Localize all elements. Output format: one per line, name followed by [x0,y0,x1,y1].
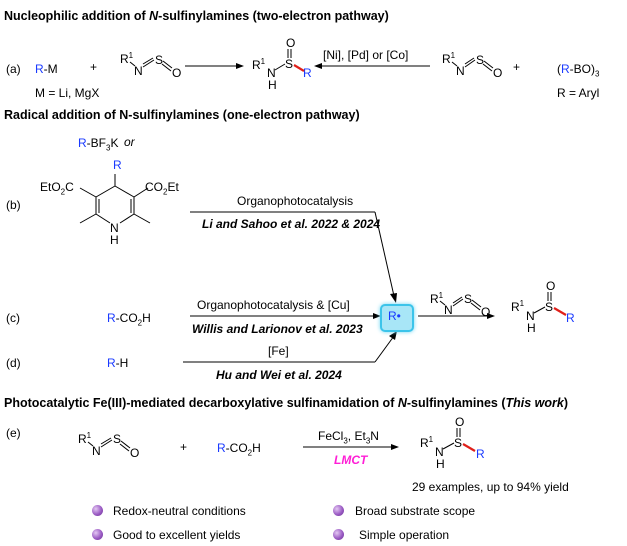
sulfinamide-O: O [286,36,296,50]
label-c: (c) [6,311,20,325]
product-c-R1: R1 [511,299,525,315]
sulfinylamine-N: N [134,64,143,78]
product-e-S: S [454,436,463,450]
reagents-e: FeCl3, Et3N [318,429,379,446]
or-text: or [124,135,135,149]
product-c-N: N [526,309,535,323]
sulfinylamine-R1: R1 [120,51,134,67]
feature-simple-operation: Simple operation [359,528,450,542]
bullet-icon [333,529,344,540]
scope-text: 29 examples, up to 94% yield [412,480,569,494]
sulfinylamine-S-e: S [113,432,122,446]
reagent-RH: R-H [107,356,129,370]
sulfinylamine-R1-right: R1 [442,51,456,67]
plus-sign-right: + [513,60,521,74]
sulfinylamine-N-e: N [92,444,101,458]
bullet-icon [333,505,344,516]
label-e: (e) [6,426,21,440]
product-e-N: N [435,445,444,459]
condition-c: Organophotocatalysis & [Cu] [197,298,350,312]
label-a: (a) [6,62,21,76]
catalysts-a: [Ni], [Pd] or [Co] [323,48,409,62]
citation-b: Li and Sahoo et al. 2022 & 2024 [202,217,381,231]
reagent-RCO2H-e: R-CO2H [217,441,261,458]
product-e-R1: R1 [420,435,434,451]
sulfinylamine-N-c: N [444,303,453,317]
feature-redox-neutral: Redox-neutral conditions [113,504,246,518]
reagent-RCO2H-c: R-CO2H [107,311,151,328]
sulfinylamine-S-right: S [476,53,485,67]
ester-right: CO2Et [145,180,179,197]
label-b: (b) [6,198,21,212]
condition-b: Organophotocatalysis [237,194,354,208]
hantzsch-R: R [113,158,122,172]
sulfinylamine-N-right: N [456,64,465,78]
reagent-boroxine: (R-BO)3 [557,62,600,79]
heading-photocatalytic: Photocatalytic Fe(III)-mediated decarbox… [4,396,569,410]
heading-radical: Radical addition of N-sulfinylamines (on… [4,108,360,122]
radical-intermediate-box [380,304,414,332]
product-c-O: O [546,279,556,293]
r-definition: R = Aryl [557,86,600,100]
sulfinamide-H: H [268,78,277,92]
product-c-H: H [527,321,536,335]
feature-broad-scope: Broad substrate scope [355,504,476,518]
citation-c: Willis and Larionov et al. 2023 [192,322,363,336]
bullet-icon [92,505,103,516]
sulfinylamine-O-right: O [493,66,503,80]
label-d: (d) [6,356,21,370]
hantzsch-H: H [110,233,119,247]
ester-left: EtO2C [40,180,74,197]
heading-nucleophilic: Nucleophilic addition of N-sulfinylamine… [4,9,389,23]
product-c-S: S [545,300,554,314]
lmct-label: LMCT [334,453,368,467]
sulfinylamine-S: S [155,53,164,67]
condition-d: [Fe] [268,344,289,358]
sulfinamide-N: N [267,66,276,80]
sulfinylamine-O: O [172,66,182,80]
reagent-RBF3K: R-BF3K [78,136,119,153]
product-c-R: R [566,311,575,325]
product-e-O: O [455,415,465,429]
citation-d: Hu and Wei et al. 2024 [216,368,342,382]
sulfinamide-R: R [303,66,312,80]
reagent-RM: R-M [35,62,58,76]
sulfinylamine-R1-e: R1 [78,431,92,447]
sulfinamide-R1: R1 [252,57,266,73]
plus-sign-e: + [180,440,188,454]
sulfinylamine-S-c: S [464,292,473,306]
radical-R-label: R• [388,309,401,323]
bullet-icon [92,529,103,540]
sulfinylamine-R1-c: R1 [430,291,444,307]
product-e-H: H [436,457,445,471]
sulfinamide-S: S [285,57,294,71]
product-e-R: R [476,447,485,461]
feature-good-yields: Good to excellent yields [113,528,241,542]
plus-sign: + [90,60,98,74]
sulfinylamine-O-e: O [130,446,140,460]
hantzsch-N: N [110,221,119,235]
sulfinylamine-O-c: O [481,305,491,319]
m-definition: M = Li, MgX [35,86,100,100]
